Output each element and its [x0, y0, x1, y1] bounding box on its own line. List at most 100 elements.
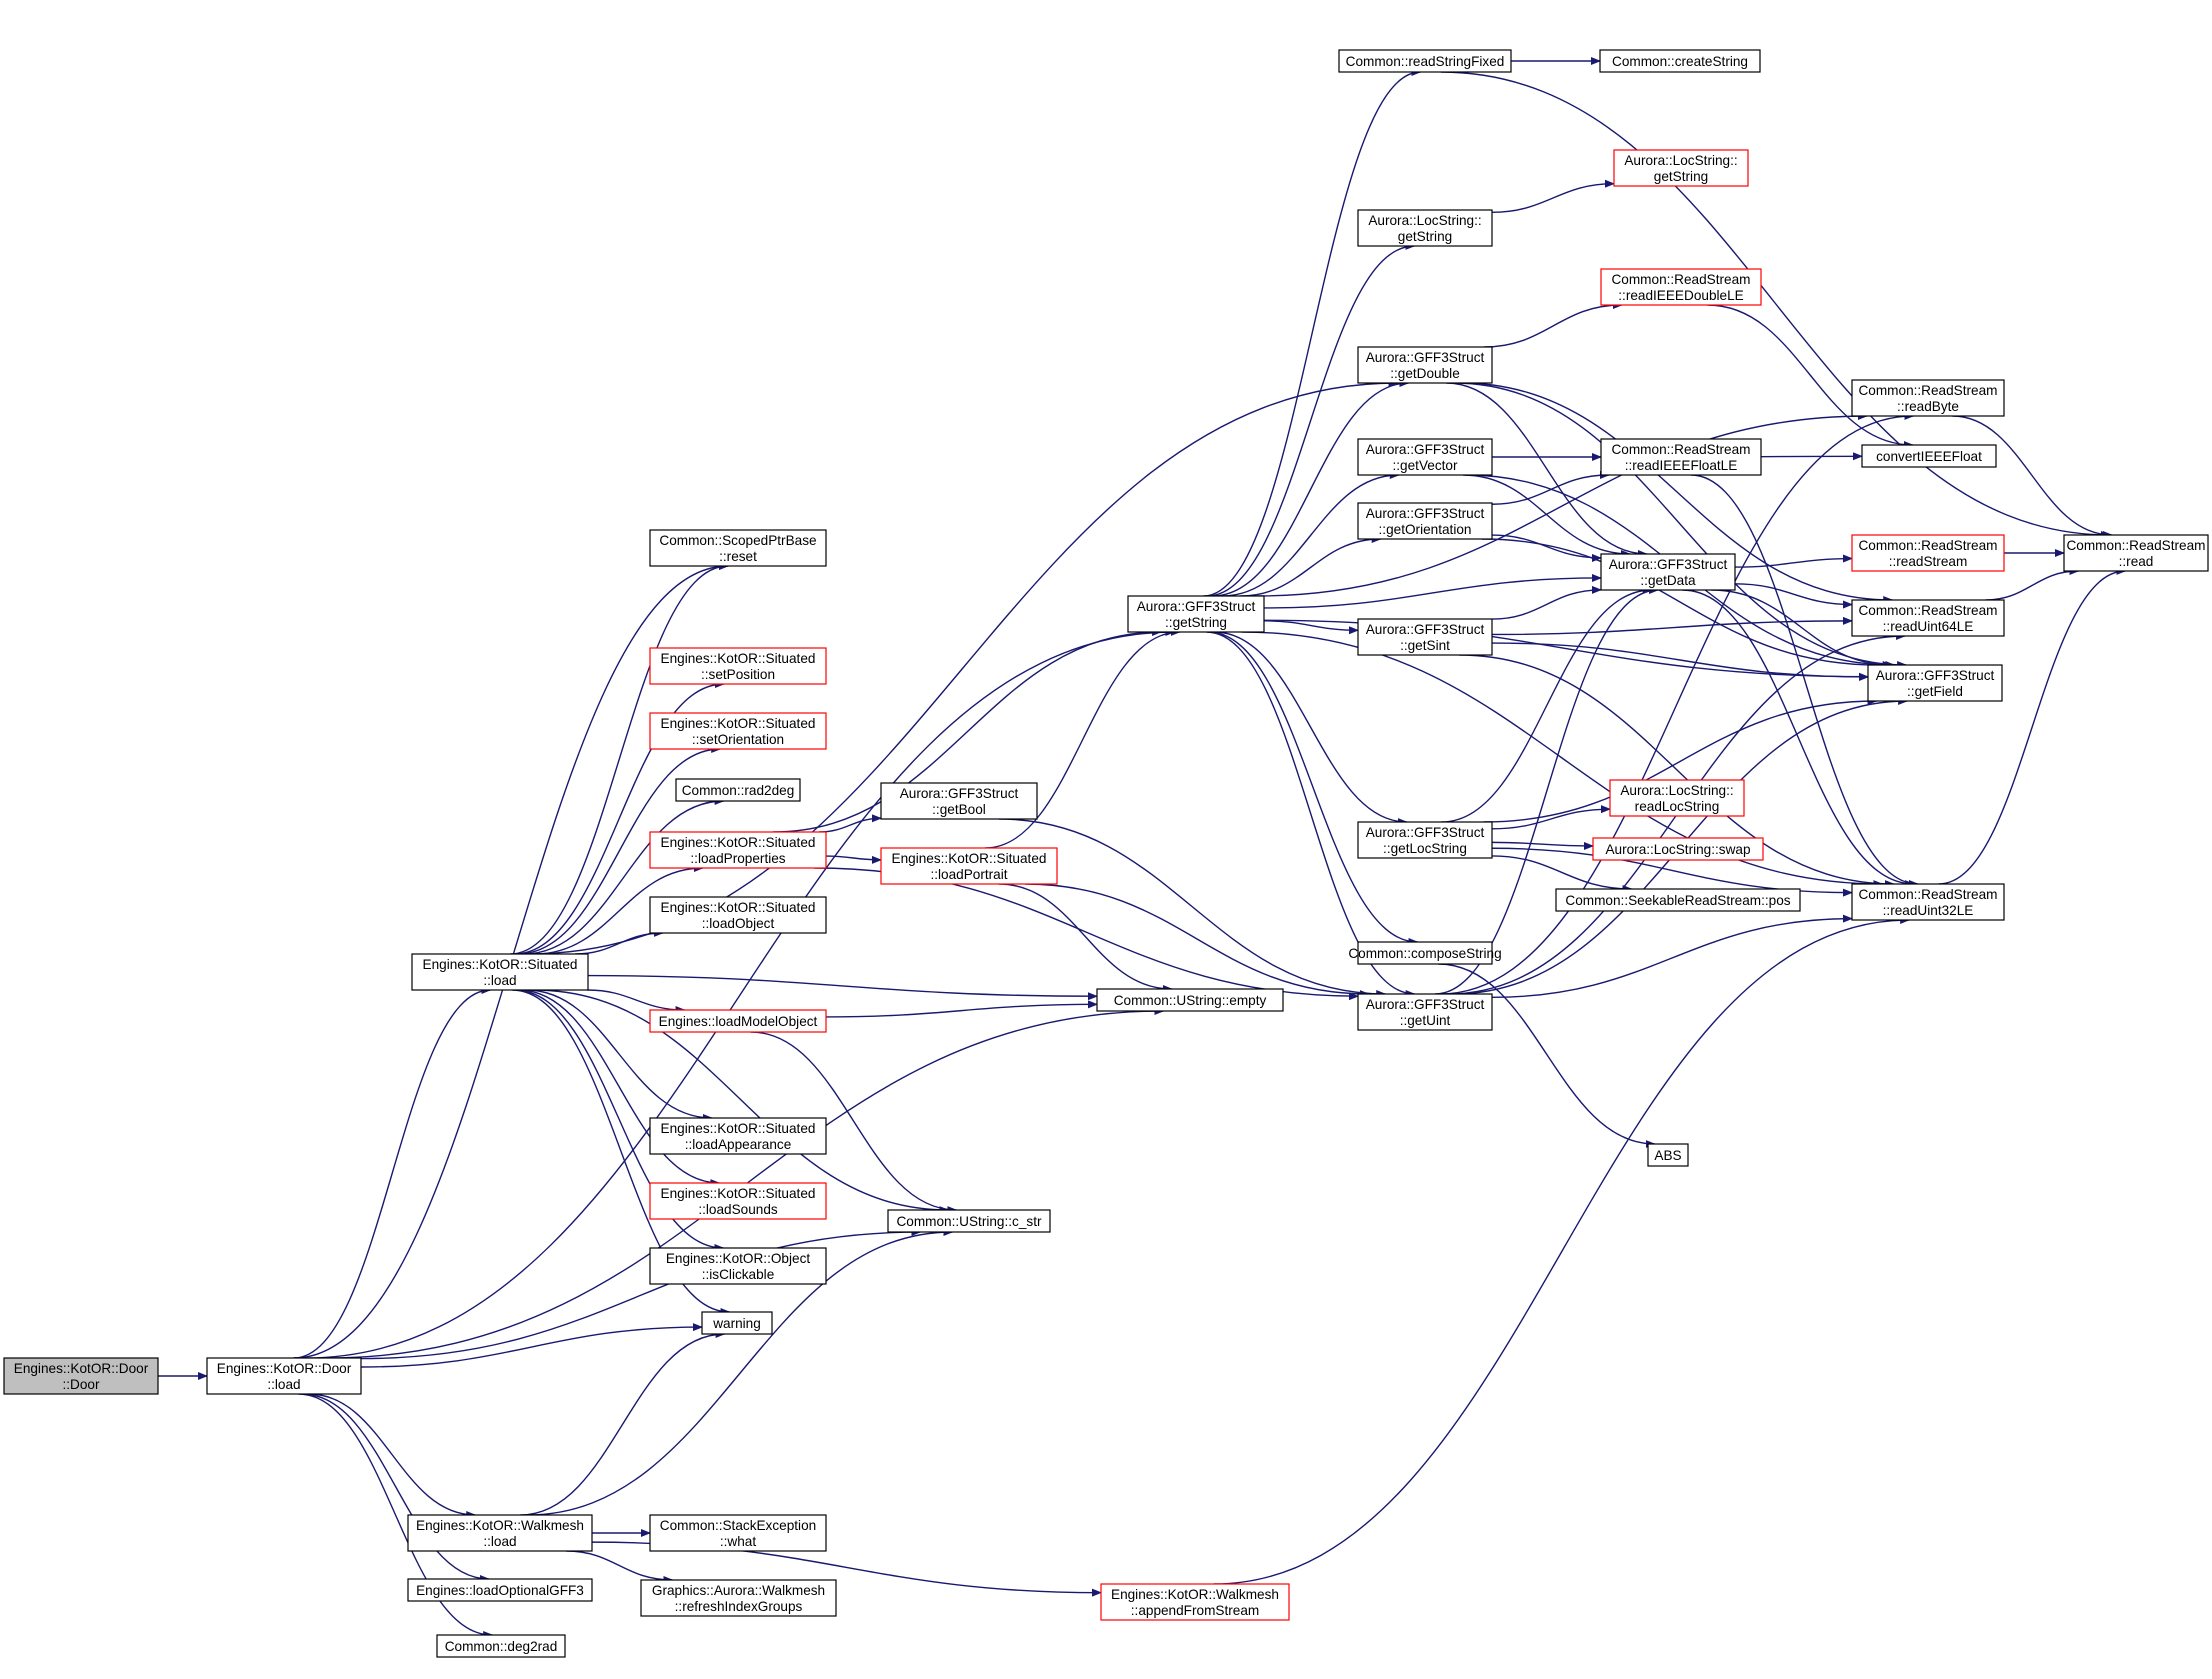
node-seekable-pos[interactable]: Common::SeekableReadStream::pos — [1555, 888, 1801, 912]
node-refresh-index[interactable]: Graphics::Aurora::Walkmesh::refreshIndex… — [640, 1579, 837, 1617]
edge-get-string-to-read-uint32 — [1241, 631, 1884, 888]
edge-get-locstring-to-locstring-swap — [1491, 841, 1594, 850]
edge-load-properties-to-get-uint — [814, 867, 1359, 1001]
node-label: Common::readStringFixed — [1346, 54, 1505, 69]
node-get-orientation[interactable]: Aurora::GFF3Struct::getOrientation — [1357, 502, 1493, 540]
node-read-uint64[interactable]: Common::ReadStream::readUint64LE — [1851, 599, 2005, 637]
node-label: Common::ScopedPtrBase — [659, 533, 816, 548]
node-load-portrait[interactable]: Engines::KotOR::Situated::loadPortrait — [880, 847, 1058, 885]
edge-situated-load-to-ustring-empty — [587, 974, 1098, 1001]
node-ustring-empty[interactable]: Common::UString::empty — [1096, 988, 1284, 1012]
edge-get-sint-to-read-uint32 — [1459, 654, 1895, 888]
node-label: Common::UString::empty — [1114, 993, 1267, 1008]
node-label: Engines::KotOR::Door — [217, 1361, 352, 1376]
node-box — [640, 1579, 837, 1617]
node-load-model-object[interactable]: Engines::loadModelObject — [649, 1009, 827, 1033]
node-load-sounds[interactable]: Engines::KotOR::Situated::loadSounds — [649, 1182, 827, 1220]
edge-door-load-to-load-optional-gff3 — [302, 1393, 490, 1583]
edge-load-model-object-to-ustring-cstr — [750, 1031, 958, 1214]
node-label: Aurora::GFF3Struct — [900, 786, 1019, 801]
node-label: Graphics::Aurora::Walkmesh — [652, 1583, 825, 1598]
node-set-orientation[interactable]: Engines::KotOR::Situated::setOrientation — [649, 712, 827, 750]
node-label: Aurora::GFF3Struct — [1366, 825, 1485, 840]
node-box — [649, 1009, 827, 1033]
node-load-optional-gff3[interactable]: Engines::loadOptionalGFF3 — [407, 1578, 593, 1602]
edge-get-string-to-get-data — [1263, 573, 1602, 609]
node-ustring-cstr[interactable]: Common::UString::c_str — [887, 1209, 1051, 1233]
node-get-sint[interactable]: Aurora::GFF3Struct::getSint — [1357, 618, 1493, 656]
edge-situated-load-to-rad2deg — [523, 797, 725, 955]
node-box — [880, 847, 1058, 885]
node-label: ::getString — [1165, 615, 1227, 630]
edge-get-string-to-get-uint — [1206, 631, 1416, 998]
node-get-double[interactable]: Aurora::GFF3Struct::getDouble — [1357, 346, 1493, 384]
node-set-position[interactable]: Engines::KotOR::Situated::setPosition — [649, 647, 827, 685]
node-situated-load[interactable]: Engines::KotOR::Situated::load — [411, 953, 589, 991]
edge-walkmesh-load-to-warning — [520, 1330, 726, 1516]
node-read-string-fixed[interactable]: Common::readStringFixed — [1338, 49, 1512, 73]
node-load-object[interactable]: Engines::KotOR::Situated::loadObject — [649, 896, 827, 934]
node-label: ::getUint — [1400, 1013, 1451, 1028]
node-locstring-getstring[interactable]: Aurora::LocString::getString — [1357, 209, 1493, 247]
node-append-from-stream[interactable]: Engines::KotOR::Walkmesh::appendFromStre… — [1100, 1583, 1290, 1621]
node-locstring-getstring-red[interactable]: Aurora::LocString::getString — [1613, 149, 1749, 187]
node-get-locstring[interactable]: Aurora::GFF3Struct::getLocString — [1357, 821, 1493, 859]
node-door-load[interactable]: Engines::KotOR::Door::load — [206, 1357, 362, 1395]
node-box — [1600, 268, 1762, 306]
node-label: Engines::KotOR::Situated — [661, 900, 816, 915]
node-box — [1647, 1143, 1689, 1167]
node-label: Common::ReadStream — [1858, 383, 1997, 398]
node-read-stream[interactable]: Common::ReadStream::readStream — [1851, 534, 2005, 572]
node-stack-what[interactable]: Common::StackException::what — [649, 1514, 827, 1552]
node-convert-ieee-float[interactable]: convertIEEEFloat — [1861, 444, 1997, 468]
edge-load-portrait-to-ustring-empty — [998, 883, 1173, 993]
node-get-vector[interactable]: Aurora::GFF3Struct::getVector — [1357, 438, 1493, 476]
node-read-ieee-float[interactable]: Common::ReadStream::readIEEEFloatLE — [1600, 438, 1762, 476]
node-door-ctor[interactable]: Engines::KotOR::Door::Door — [3, 1357, 159, 1395]
node-is-clickable[interactable]: Engines::KotOR::Object::isClickable — [649, 1247, 827, 1285]
node-box — [1357, 993, 1493, 1031]
node-read-uint32[interactable]: Common::ReadStream::readUint32LE — [1851, 883, 2005, 921]
node-deg2rad[interactable]: Common::deg2rad — [436, 1634, 566, 1658]
node-locstring-swap[interactable]: Aurora::LocString::swap — [1592, 837, 1764, 861]
node-read-byte[interactable]: Common::ReadStream::readByte — [1851, 379, 2005, 417]
node-get-uint[interactable]: Aurora::GFF3Struct::getUint — [1357, 993, 1493, 1031]
node-create-string[interactable]: Common::createString — [1599, 49, 1761, 73]
edge-get-locstring-to-read-locstring — [1491, 805, 1611, 830]
node-label: ::readStream — [1889, 554, 1968, 569]
node-abs[interactable]: ABS — [1647, 1143, 1689, 1167]
node-label: Common::ReadStream — [1858, 887, 1997, 902]
node-box — [436, 1634, 566, 1658]
node-label: ::getField — [1907, 684, 1963, 699]
node-rad2deg[interactable]: Common::rad2deg — [675, 778, 801, 802]
node-walkmesh-load[interactable]: Engines::KotOR::Walkmesh::load — [407, 1514, 593, 1552]
edge-situated-load-to-scoped-reset — [510, 562, 729, 955]
node-stream-read[interactable]: Common::ReadStream::read — [2063, 534, 2209, 572]
node-box — [1357, 502, 1493, 540]
node-get-string[interactable]: Aurora::GFF3Struct::getString — [1127, 595, 1265, 633]
node-box — [1338, 49, 1512, 73]
edge-door-load-to-situated-load — [293, 986, 492, 1359]
edge-get-vector-to-get-data — [1463, 474, 1631, 558]
node-label: Engines::KotOR::Walkmesh — [1111, 1587, 1279, 1602]
node-get-data[interactable]: Aurora::GFF3Struct::getData — [1600, 553, 1736, 591]
node-label: Engines::KotOR::Situated — [661, 835, 816, 850]
node-label: Aurora::GFF3Struct — [1366, 997, 1485, 1012]
edge-read-uint64-to-stream-read — [1985, 567, 2080, 601]
node-warning[interactable]: warning — [701, 1311, 773, 1335]
node-compose-string[interactable]: Common::composeString — [1348, 941, 1502, 965]
node-get-field[interactable]: Aurora::GFF3Struct::getField — [1867, 664, 2003, 702]
node-box — [701, 1311, 773, 1335]
node-box — [1592, 837, 1764, 861]
node-load-properties[interactable]: Engines::KotOR::Situated::loadProperties — [649, 831, 827, 869]
edge-get-string-to-compose-string — [1208, 631, 1419, 946]
node-get-bool[interactable]: Aurora::GFF3Struct::getBool — [880, 782, 1038, 820]
node-label: ::readIEEEDoubleLE — [1618, 288, 1743, 303]
node-scoped-reset[interactable]: Common::ScopedPtrBase::reset — [649, 529, 827, 567]
node-read-locstring[interactable]: Aurora::LocString::readLocString — [1609, 779, 1745, 817]
node-box — [1867, 664, 2003, 702]
edge-situated-load-to-load-properties — [535, 864, 704, 955]
node-label: ::load — [483, 973, 516, 988]
node-read-ieee-double[interactable]: Common::ReadStream::readIEEEDoubleLE — [1600, 268, 1762, 306]
node-load-appearance[interactable]: Engines::KotOR::Situated::loadAppearance — [649, 1117, 827, 1155]
